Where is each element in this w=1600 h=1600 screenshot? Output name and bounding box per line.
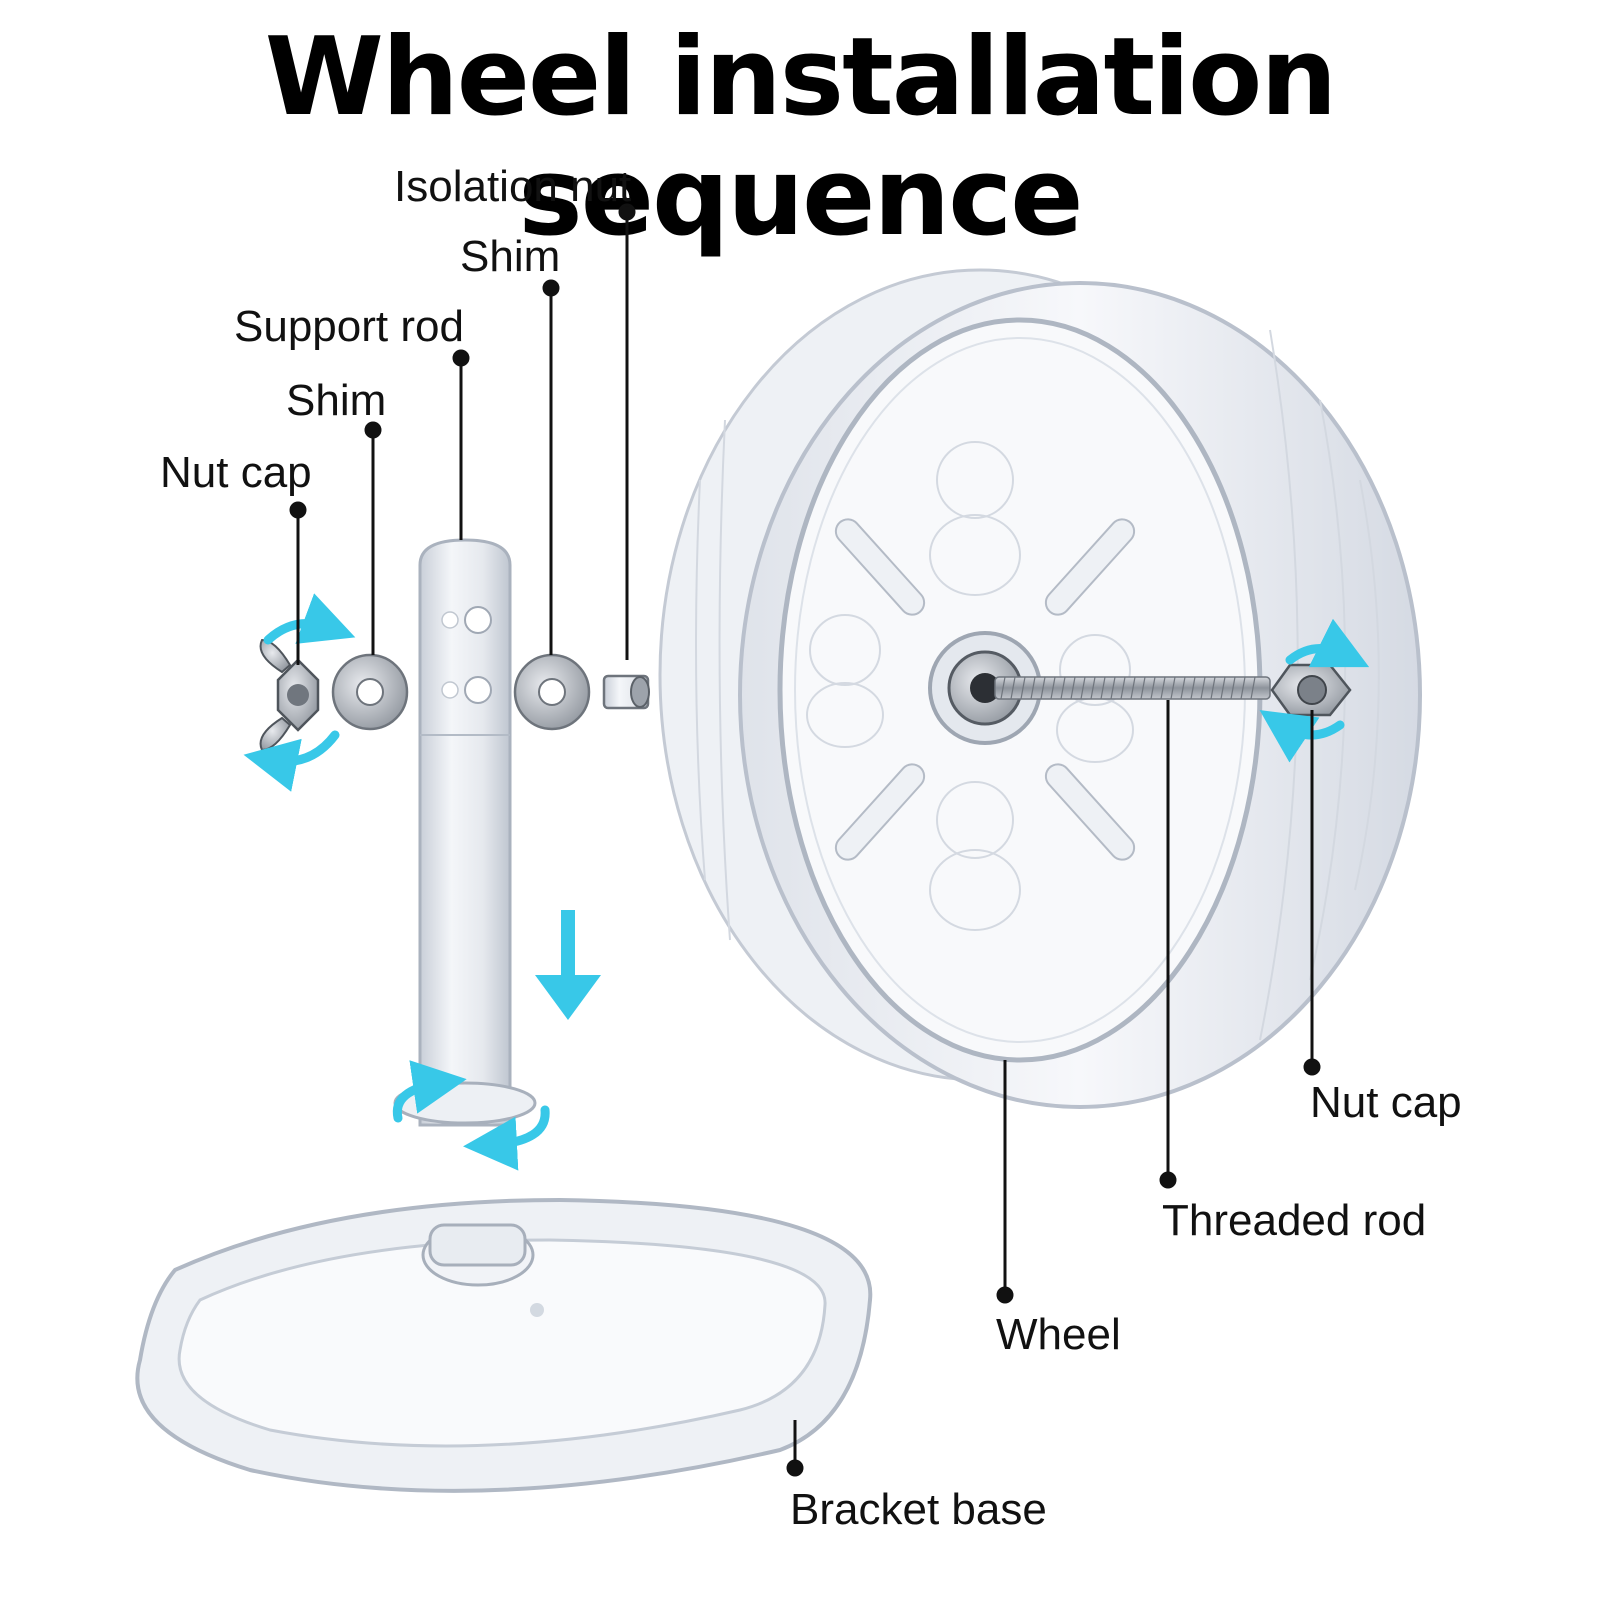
label-shim-left: Shim	[286, 376, 387, 425]
support-rod-part	[393, 538, 537, 1127]
rotate-arrow-icon	[392, 1060, 550, 1171]
down-arrow-icon	[535, 910, 601, 1020]
label-nut-cap-left: Nut cap	[160, 448, 312, 497]
label-wheel: Wheel	[996, 1310, 1121, 1359]
leader-lines	[289, 203, 1321, 1477]
wing-nut-part	[259, 638, 320, 752]
diagram-title: Wheel installation sequence	[264, 15, 1337, 260]
label-shim-right: Shim	[460, 232, 561, 281]
wheel-part	[658, 268, 1422, 1109]
isolation-nut-part	[602, 674, 650, 710]
label-nut-cap-right: Nut cap	[1310, 1078, 1462, 1127]
shim-left-part	[331, 653, 409, 731]
label-bracket-base: Bracket base	[790, 1485, 1047, 1534]
label-isolation-nut: Isolation nut	[394, 162, 632, 211]
label-threaded-rod: Threaded rod	[1162, 1196, 1427, 1245]
shim-right-part	[513, 653, 591, 731]
label-support-rod: Support rod	[234, 302, 464, 351]
bracket-base-part	[135, 1197, 873, 1493]
